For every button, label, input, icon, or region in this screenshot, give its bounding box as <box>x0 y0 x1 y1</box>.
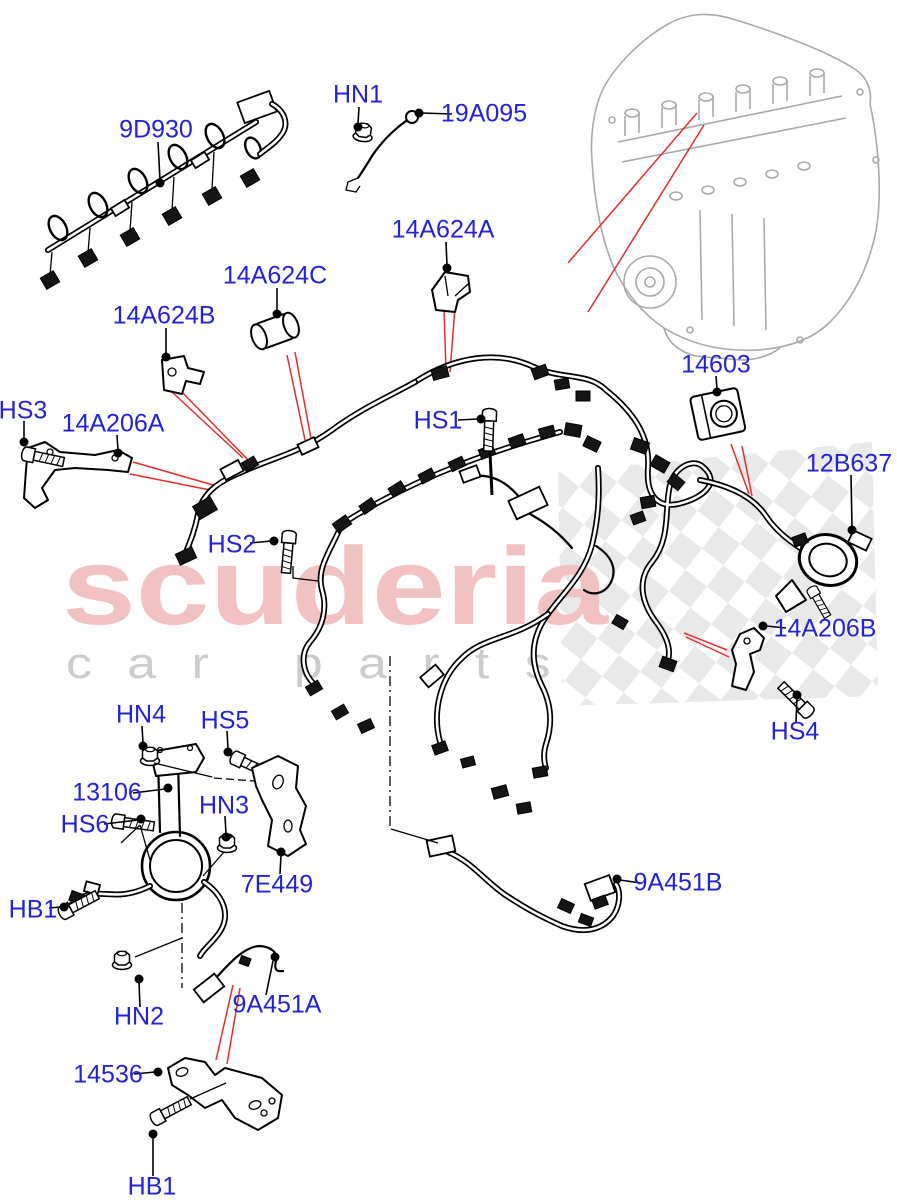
nut-hn2-drawing <box>111 950 133 971</box>
part-label-14a624c: 14A624C <box>222 261 328 290</box>
sleeve-14a624c-drawing <box>250 311 300 351</box>
part-label-hs2: HS2 <box>207 530 257 559</box>
part-label-hn3: HN3 <box>198 791 250 820</box>
part-label-19a095: 19A095 <box>440 99 528 128</box>
watermark-tagline-text: car parts <box>66 639 586 688</box>
part-label-14a624a: 14A624A <box>391 215 495 244</box>
part-label-hs6: HS6 <box>60 810 110 839</box>
part-label-hs4: HS4 <box>770 717 820 746</box>
bracket-14a206a-drawing <box>19 441 133 509</box>
part-label-14a624b: 14A624B <box>112 301 216 330</box>
part-label-9a451a: 9A451A <box>232 990 322 1019</box>
loose-bolts <box>278 407 498 582</box>
part-label-14536: 14536 <box>73 1060 143 1089</box>
bracket-14a206b-drawing <box>731 627 817 721</box>
grommet-14603-drawing <box>689 387 747 441</box>
part-label-14a206a: 14A206A <box>61 409 165 438</box>
bracket-14536-drawing <box>147 1057 283 1131</box>
part-label-14603: 14603 <box>681 350 751 379</box>
part-label-hn1: HN1 <box>332 80 384 109</box>
part-label-7e449: 7E449 <box>240 870 314 899</box>
part-label-hb1-upper: HB1 <box>8 895 58 924</box>
bracket-14a624b-drawing <box>161 355 205 395</box>
clamp-12b637-drawing <box>775 529 873 621</box>
subharness-9a451b-drawing <box>425 834 623 934</box>
part-label-13106: 13106 <box>72 778 142 807</box>
part-label-hn4: HN4 <box>115 700 167 729</box>
part-label-hs1: HS1 <box>413 406 463 435</box>
bracket-14a624a-drawing <box>431 271 471 313</box>
part-label-hn2: HN2 <box>113 1002 165 1031</box>
watermark-diamond-flag <box>558 442 878 706</box>
part-label-9d930: 9D930 <box>119 115 193 144</box>
part-label-14a206b: 14A206B <box>773 614 877 643</box>
part-label-9a451b: 9A451B <box>633 868 723 897</box>
part-label-12b637: 12B637 <box>805 449 893 478</box>
bracket-7e449-drawing <box>251 755 307 857</box>
injector-harness-drawing <box>39 89 289 291</box>
battery-cable-13106-drawing <box>55 743 274 959</box>
part-label-hs5: HS5 <box>200 706 250 735</box>
red-pointer-lines <box>129 112 753 1065</box>
harness-connectors <box>174 363 686 815</box>
part-label-hb1-lower: HB1 <box>127 1172 177 1200</box>
reference-lines <box>120 656 439 988</box>
label-leader-lines <box>19 106 857 1176</box>
part-label-hs3: HS3 <box>0 396 48 425</box>
engine-illustration <box>590 13 880 361</box>
pigtail-9a451a-drawing <box>192 944 285 1004</box>
